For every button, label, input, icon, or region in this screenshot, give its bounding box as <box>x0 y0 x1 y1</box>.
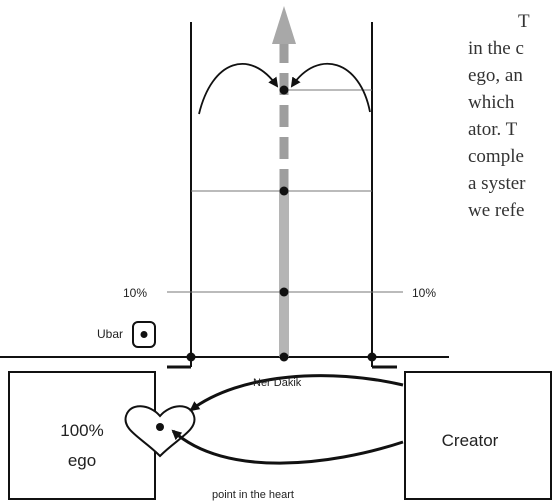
ascent-solid-bar <box>279 191 289 357</box>
level-dot-top <box>279 85 289 95</box>
body-text-line: ego, an <box>468 65 523 86</box>
right-wall-ground-dot <box>367 352 377 362</box>
ten-percent-left-label: 10% <box>123 286 147 300</box>
level-dot-mid <box>279 186 289 196</box>
ner-dakik-label: Ner Dakik <box>253 377 302 389</box>
body-text-line: in the c <box>468 38 524 59</box>
body-text-line: which <box>468 92 515 113</box>
curved-arrow-right <box>290 62 371 113</box>
ego-percent-label: 100% <box>60 421 103 440</box>
level-dot-10pct <box>279 287 289 297</box>
body-text-line: comple <box>468 146 524 167</box>
creator-label: Creator <box>442 431 499 450</box>
left-wall-ground-dot <box>186 352 196 362</box>
ubar-point <box>140 331 148 338</box>
ten-percent-right-label: 10% <box>412 286 436 300</box>
ego-label: ego <box>68 451 96 470</box>
body-text-line: a syster <box>468 173 526 194</box>
body-text-line: T <box>518 11 530 32</box>
ner-dakik-arrow <box>189 374 404 412</box>
point-in-heart-arrow <box>171 429 404 465</box>
point-in-heart-label: point in the heart <box>212 489 294 501</box>
body-text-line: ator. T <box>468 119 518 140</box>
point-in-heart-dot <box>156 423 164 431</box>
ego-box <box>8 371 156 500</box>
heart-shape <box>124 405 196 458</box>
level-dot-ground <box>279 352 289 362</box>
ubar-label: Ubar <box>97 327 123 341</box>
ascent-arrowhead <box>272 6 296 44</box>
body-text-line: we refe <box>468 200 525 221</box>
curved-arrow-left <box>198 63 279 115</box>
creator-box <box>404 371 552 500</box>
